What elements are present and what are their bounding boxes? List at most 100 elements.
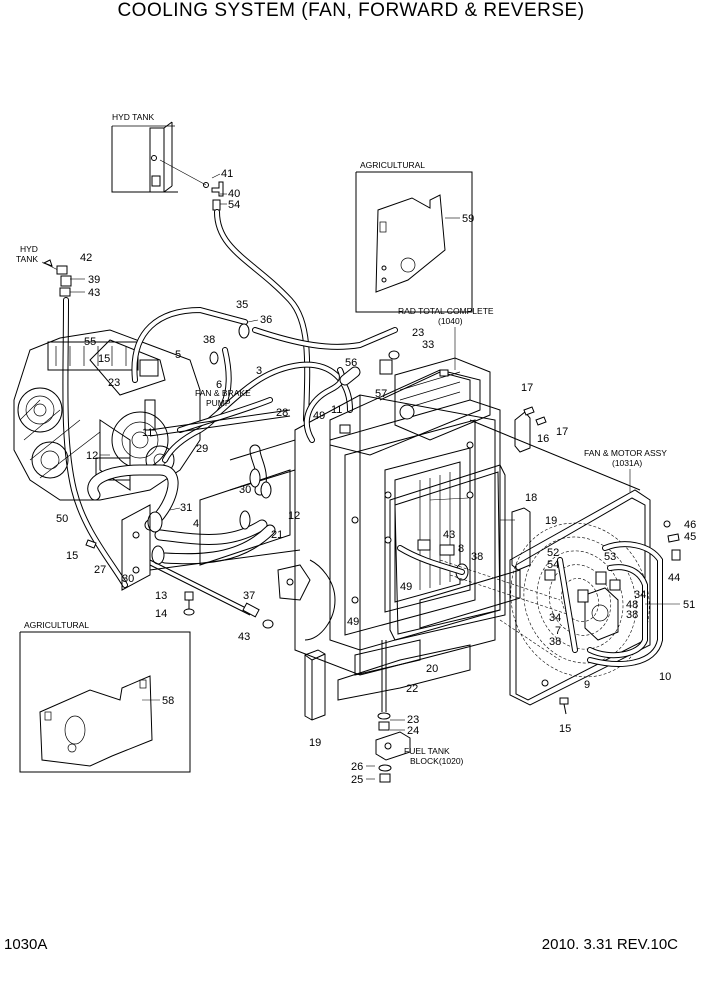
callout: 49	[347, 616, 359, 628]
callout: 29	[196, 443, 208, 455]
label-fuel-tank-code: BLOCK(1020)	[410, 756, 464, 766]
callout: 36	[260, 314, 272, 326]
label-rad-total: RAD TOTAL COMPLETE	[398, 306, 494, 316]
callout: 39	[88, 274, 100, 286]
label-rad-total-code: (1040)	[438, 316, 463, 326]
callout: 15	[98, 353, 110, 365]
callout: 53	[604, 551, 616, 563]
callout: 59	[462, 213, 474, 225]
callout: 48	[626, 599, 638, 611]
callout: 34	[634, 589, 646, 601]
leader-lines	[70, 173, 680, 780]
callout: 57	[375, 388, 387, 400]
callout: 41	[221, 168, 233, 180]
label-agricultural-top: AGRICULTURAL	[360, 160, 425, 170]
callout: 23	[407, 714, 419, 726]
callout: 25	[351, 774, 363, 786]
callout: 6	[216, 379, 222, 391]
callout: 30	[122, 573, 134, 585]
callout: 42	[80, 252, 92, 264]
callout: 10	[659, 671, 671, 683]
callout: 12	[288, 510, 300, 522]
callout: 40	[228, 188, 240, 200]
callout: 3	[256, 365, 262, 377]
callout: 17	[556, 426, 568, 438]
callout: 38	[549, 636, 561, 648]
callout: 21	[271, 529, 283, 541]
callout: 30	[239, 484, 251, 496]
revision-date: 2010. 3.31 REV.10C	[541, 936, 678, 953]
callout: 34	[549, 612, 561, 624]
callout: 54	[547, 559, 559, 571]
callout: 37	[243, 590, 255, 602]
callout: 23	[108, 377, 120, 389]
hyd-tank-inset	[111, 121, 178, 193]
callout: 26	[351, 761, 363, 773]
fittings-hyd-tank	[159, 159, 311, 423]
callout: 33	[422, 339, 434, 351]
callout: 35	[236, 299, 248, 311]
callout: 11	[331, 404, 342, 416]
callout: 58	[162, 695, 174, 707]
callout: 49	[313, 410, 325, 422]
engine-hoses	[87, 306, 398, 565]
callout: 20	[426, 663, 438, 675]
label-fuel-tank: FUEL TANK	[404, 746, 450, 756]
callout: 56	[345, 357, 357, 369]
callout: 12	[86, 450, 98, 462]
callout: 38	[203, 334, 215, 346]
callout: 31	[180, 502, 192, 514]
callout: 9	[584, 679, 590, 691]
callout: 19	[545, 515, 557, 527]
label-tank: TANK	[16, 254, 38, 264]
callout: 15	[66, 550, 78, 562]
callout: 16	[537, 433, 549, 445]
page-title: COOLING SYSTEM (FAN, FORWARD & REVERSE)	[117, 0, 585, 21]
callout: 52	[547, 547, 559, 559]
label-fan-brake: FAN & BRAKE	[195, 388, 251, 398]
callout: 13	[155, 590, 167, 602]
callout: 46	[684, 519, 696, 531]
callout-numbers: 41 40 54 42 39 43 35 36 38 5 6 55 15 23 …	[56, 168, 696, 786]
callout: 15	[559, 723, 571, 735]
label-hyd: HYD	[20, 244, 38, 254]
callout: 54	[228, 199, 240, 211]
label-fan-motor-code: (1031A)	[612, 458, 642, 468]
callout: 55	[84, 336, 96, 348]
callout: 24	[407, 725, 419, 737]
callout: 5	[175, 349, 181, 361]
callout: 19	[309, 737, 321, 749]
callout: 38	[626, 609, 638, 621]
callout: 38	[471, 551, 483, 563]
callout: 43	[238, 631, 250, 643]
callout: 50	[56, 513, 68, 525]
callout: 43	[443, 529, 455, 541]
callout: 23	[412, 327, 424, 339]
callout: 44	[668, 572, 680, 584]
callout: 11	[142, 427, 153, 439]
callout: 43	[88, 287, 100, 299]
page-code: 1030A	[4, 936, 48, 953]
callout: 22	[406, 683, 418, 695]
callout: 18	[525, 492, 537, 504]
agricultural-bottom-inset	[19, 631, 191, 773]
callout: 8	[458, 543, 464, 555]
label-hyd-tank-box: HYD TANK	[112, 112, 155, 122]
callout: 17	[521, 382, 533, 394]
label-fan-motor: FAN & MOTOR ASSY	[584, 448, 667, 458]
callout: 51	[683, 599, 695, 611]
fan-motor-assembly	[509, 406, 681, 715]
callout: 28	[276, 407, 288, 419]
frame-bracket	[85, 409, 301, 629]
label-pump: PUMP	[206, 398, 231, 408]
left-hyd-line	[41, 259, 128, 588]
callout: 49	[400, 581, 412, 593]
callout: 45	[684, 531, 696, 543]
callout: 7	[555, 625, 561, 637]
callout: 4	[193, 518, 199, 530]
callout: 14	[155, 608, 167, 620]
fuel-tank-block	[375, 712, 411, 783]
agricultural-top-inset	[355, 171, 473, 313]
label-agricultural-bottom: AGRICULTURAL	[24, 620, 89, 630]
